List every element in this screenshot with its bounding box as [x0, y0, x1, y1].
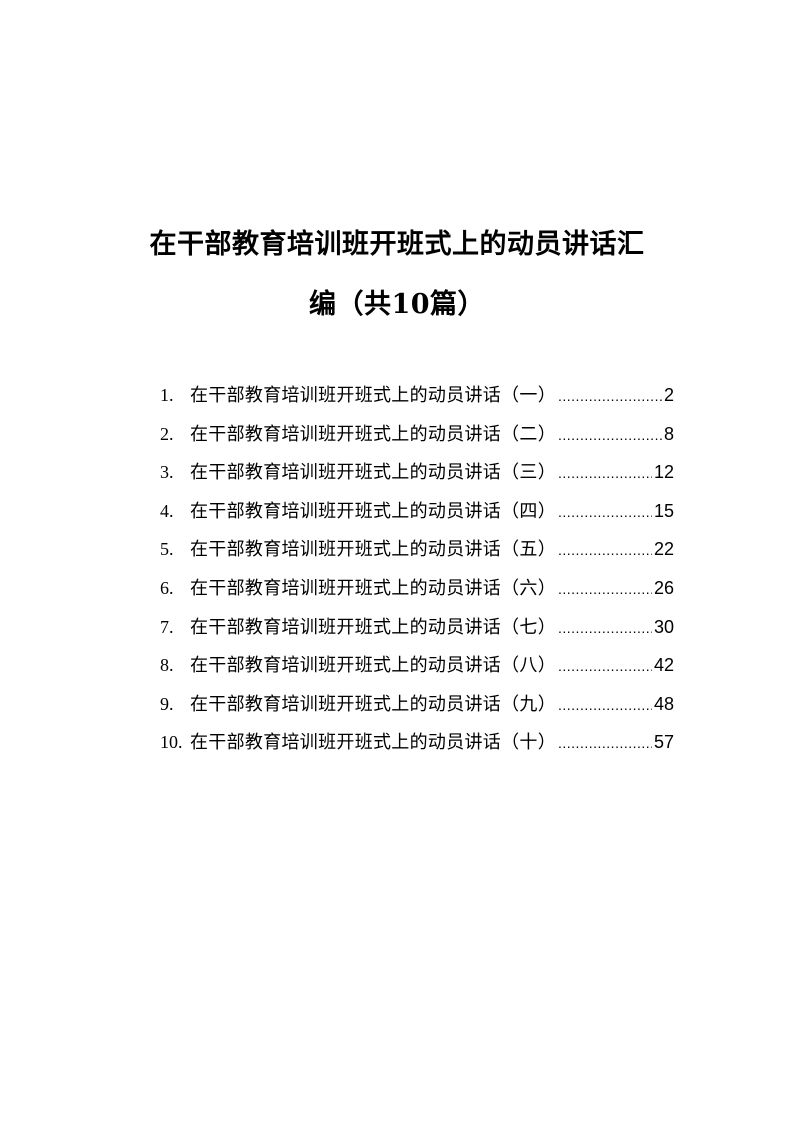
- toc-entry-page: 15: [653, 500, 674, 521]
- toc-entry[interactable]: 8. 在干部教育培训班开班式上的动员讲话（八） 42: [160, 651, 674, 690]
- toc-entry-title: 在干部教育培训班开班式上的动员讲话（九）: [190, 693, 556, 715]
- toc-dot-leader: [558, 465, 652, 481]
- toc-entry-title: 在干部教育培训班开班式上的动员讲话（十）: [190, 732, 556, 754]
- toc-entry-page: 22: [653, 539, 674, 560]
- toc-entry[interactable]: 2. 在干部教育培训班开班式上的动员讲话（二） 8: [160, 420, 674, 459]
- toc-entry-number: 10.: [160, 732, 183, 753]
- toc-entry-title: 在干部教育培训班开班式上的动员讲话（二）: [190, 423, 556, 445]
- toc-entry-number: 8.: [160, 655, 174, 676]
- toc-entry[interactable]: 7. 在干部教育培训班开班式上的动员讲话（七） 30: [160, 613, 674, 652]
- document-title-line-2: 编（共10篇）: [308, 289, 486, 320]
- toc-dot-leader: [558, 735, 652, 751]
- toc-entry-title: 在干部教育培训班开班式上的动员讲话（六）: [190, 577, 556, 599]
- toc-entry[interactable]: 3. 在干部教育培训班开班式上的动员讲话（三） 12: [160, 458, 674, 497]
- toc-entry[interactable]: 9. 在干部教育培训班开班式上的动员讲话（九） 48: [160, 690, 674, 729]
- toc-dot-leader: [558, 504, 652, 520]
- toc-entry[interactable]: 10. 在干部教育培训班开班式上的动员讲话（十） 57: [160, 728, 674, 767]
- toc-entry-number: 5.: [160, 539, 174, 560]
- toc-entry-page: 12: [653, 462, 674, 483]
- toc-entry-title: 在干部教育培训班开班式上的动员讲话（五）: [190, 539, 556, 561]
- toc-entry-page: 57: [653, 732, 674, 753]
- toc-entry-number: 3.: [160, 462, 174, 483]
- toc-dot-leader: [558, 427, 662, 443]
- toc-entry-page: 30: [653, 616, 674, 637]
- toc-entry-page: 8: [663, 423, 674, 444]
- toc-entry-title: 在干部教育培训班开班式上的动员讲话（八）: [190, 655, 556, 677]
- toc-entry[interactable]: 4. 在干部教育培训班开班式上的动员讲话（四） 15: [160, 497, 674, 536]
- toc-entry-page: 2: [663, 385, 674, 405]
- document-title-line-1: 在干部教育培训班开班式上的动员讲话汇: [149, 229, 645, 260]
- toc-entry[interactable]: 5. 在干部教育培训班开班式上的动员讲话（五） 22: [160, 535, 674, 574]
- toc-entry-number: 4.: [160, 500, 174, 521]
- toc-entry-page: 26: [653, 577, 674, 598]
- toc-entry-number: 2.: [160, 423, 174, 444]
- toc-dot-leader: [558, 658, 652, 674]
- toc-entry-number: 6.: [160, 577, 174, 598]
- toc-entry-title: 在干部教育培训班开班式上的动员讲话（三）: [190, 462, 556, 484]
- toc-entry-number: 9.: [160, 693, 174, 714]
- toc-entry[interactable]: 6. 在干部教育培训班开班式上的动员讲话（六） 26: [160, 574, 674, 613]
- toc-dot-leader: [558, 697, 652, 713]
- toc-entry-page: 48: [653, 693, 674, 714]
- toc-entry-number: 7.: [160, 616, 174, 637]
- toc-entry-number: 1.: [160, 385, 174, 405]
- toc-dot-leader: [558, 542, 652, 558]
- toc-entry-page: 42: [653, 655, 674, 676]
- toc-entry-title: 在干部教育培训班开班式上的动员讲话（七）: [190, 616, 556, 638]
- toc-dot-leader: [558, 620, 652, 636]
- toc-entry[interactable]: 1. 在干部教育培训班开班式上的动员讲话（一） 2: [160, 381, 674, 420]
- toc-entry-title: 在干部教育培训班开班式上的动员讲话（四）: [190, 500, 556, 522]
- toc-entry-title: 在干部教育培训班开班式上的动员讲话（一）: [190, 385, 556, 406]
- table-of-contents: 1. 在干部教育培训班开班式上的动员讲话（一） 2 2. 在干部教育培训班开班式上的动员…: [160, 381, 674, 767]
- toc-dot-leader: [558, 388, 662, 404]
- toc-dot-leader: [558, 581, 652, 597]
